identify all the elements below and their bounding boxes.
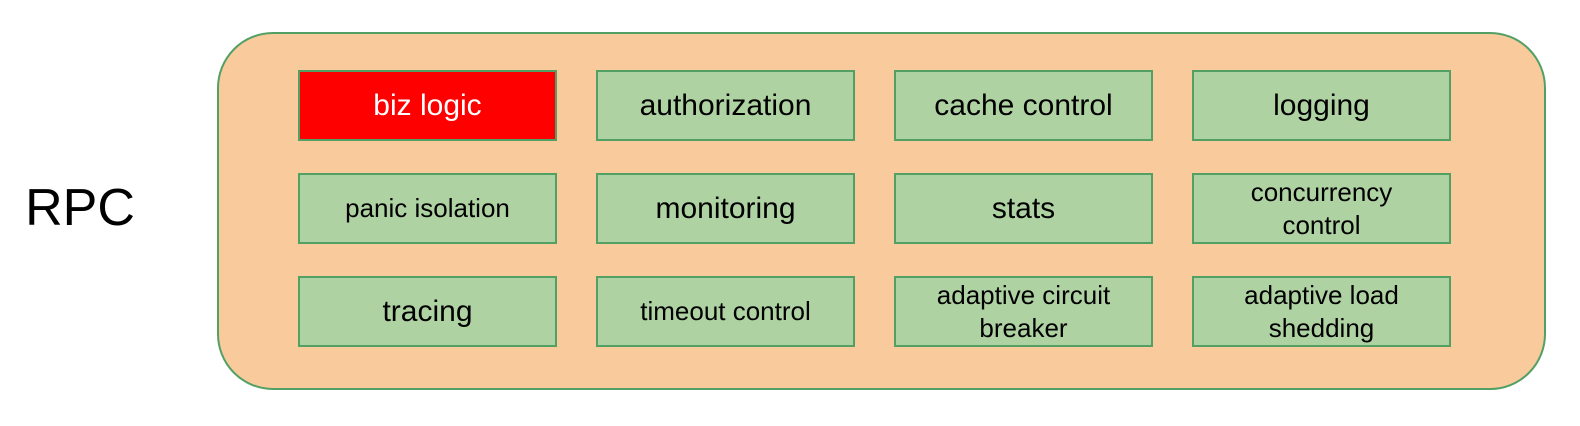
box-authorization: authorization	[596, 70, 855, 141]
box-adaptive-circuit-breaker: adaptive circuit breaker	[894, 276, 1153, 347]
box-concurrency-control: concurrency control	[1192, 173, 1451, 244]
box-adaptive-load-shedding: adaptive load shedding	[1192, 276, 1451, 347]
rpc-container: biz logic authorization cache control lo…	[217, 32, 1546, 390]
rpc-label: RPC	[25, 179, 135, 237]
box-biz-logic: biz logic	[298, 70, 557, 141]
box-panic-isolation: panic isolation	[298, 173, 557, 244]
box-timeout-control: timeout control	[596, 276, 855, 347]
box-monitoring: monitoring	[596, 173, 855, 244]
box-cache-control: cache control	[894, 70, 1153, 141]
box-stats: stats	[894, 173, 1153, 244]
middleware-grid: biz logic authorization cache control lo…	[298, 70, 1451, 347]
box-logging: logging	[1192, 70, 1451, 141]
box-tracing: tracing	[298, 276, 557, 347]
